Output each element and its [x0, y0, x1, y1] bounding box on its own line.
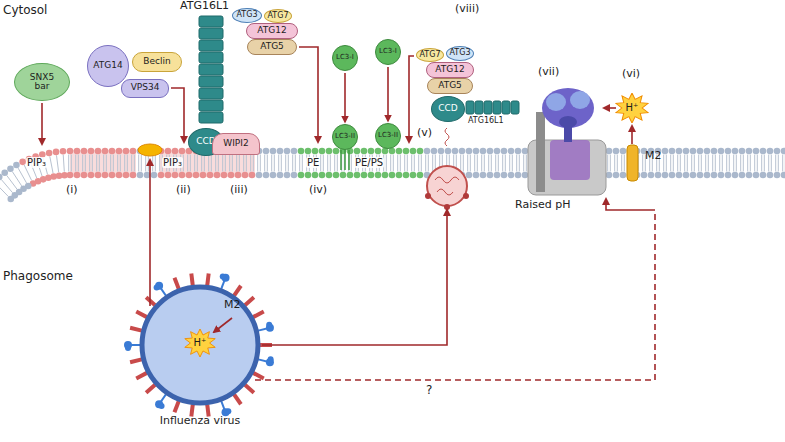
connector-arrow	[344, 73, 346, 122]
node-text: ATG7	[419, 51, 440, 59]
callout-number: (iv)	[309, 184, 327, 196]
proton-burst: H⁺	[184, 329, 216, 357]
node-text: LC3-II	[378, 132, 398, 139]
protein-shape: ATG12	[246, 23, 298, 39]
callout-number: (vi)	[622, 68, 640, 80]
label: Cytosol	[3, 4, 47, 17]
protein-shape: WIPI2	[212, 133, 260, 155]
lipid-anchor	[341, 150, 349, 170]
label: PIP₃	[26, 157, 47, 168]
callout-number: (viii)	[455, 3, 479, 15]
callout-number: (ii)	[176, 184, 191, 196]
label: PE	[306, 157, 320, 168]
label: ATG16L1	[180, 0, 229, 12]
vesicle	[427, 166, 467, 206]
viral-signal	[138, 144, 162, 156]
node-text: ATG5	[260, 42, 284, 51]
node-text: CCD	[438, 104, 458, 113]
rna	[435, 177, 459, 195]
node-text: ATG3	[236, 11, 257, 19]
node-text: WIPI2	[223, 139, 248, 148]
callout-number: (i)	[66, 184, 78, 196]
protein-shape: ATG7	[416, 48, 444, 62]
label: Phagosome	[3, 270, 73, 283]
node-text: Influenza virus	[160, 415, 241, 427]
callout-number: (iii)	[230, 184, 248, 196]
node-text: bar	[35, 82, 50, 91]
node-text: ATG3	[449, 49, 470, 57]
protein-shape: ATG3	[232, 8, 262, 23]
protein-shape: ATG7	[264, 9, 292, 23]
label: PE/PS	[354, 157, 384, 168]
coiled-coil	[199, 16, 223, 123]
protein-shape: ATG3	[446, 46, 474, 61]
rna	[445, 128, 449, 146]
callout-number: (vii)	[538, 66, 559, 78]
influenza-virion	[124, 274, 274, 417]
node-text: H⁺	[194, 338, 207, 349]
protein-shape: LC3-II	[332, 124, 359, 151]
proton-burst: H⁺	[615, 93, 649, 123]
arrow	[42, 47, 655, 380]
callout-number: (v)	[417, 127, 432, 139]
node-text: ATG12	[257, 26, 286, 35]
v-atpase	[528, 88, 606, 195]
virion-envelope	[142, 287, 258, 403]
node-text: ATG5	[438, 81, 462, 90]
protein-shape: LC3-II	[375, 123, 402, 150]
node-text: VPS34	[131, 83, 160, 92]
virus-node: M2Influenza virusH⁺	[138, 283, 262, 407]
protein-shape: SNX5bar	[14, 63, 70, 101]
protein-shape: ATG12	[426, 62, 474, 78]
label: Raised pH	[515, 199, 570, 211]
coiled-coil	[466, 101, 519, 114]
node-text: Beclin	[143, 57, 170, 66]
protein-shape: ATG5	[427, 78, 473, 94]
node-text: ATG12	[435, 65, 464, 74]
membrane	[0, 148, 785, 203]
protein-shape: LC3-I	[375, 39, 401, 65]
m2-channel	[627, 145, 638, 181]
label: PIP₃	[162, 157, 183, 168]
node-text: LC3-II	[335, 133, 355, 140]
node-text: H⁺	[626, 103, 639, 114]
node-text: LC3-I	[379, 48, 397, 55]
node-text: M2	[224, 299, 241, 311]
protein-shape: ATG5	[247, 39, 297, 55]
protein-shape: Beclin	[132, 52, 182, 72]
connector-arrow	[387, 67, 389, 121]
node-text: ATG14	[93, 61, 122, 70]
node-text: LC3-I	[336, 54, 354, 61]
label: ?	[426, 384, 432, 397]
protein-shape: CCD	[431, 96, 465, 122]
label: ATG16L1	[468, 117, 504, 126]
node-text: SNX5	[30, 73, 54, 82]
protein-shape: LC3-I	[332, 45, 358, 71]
label: M2	[645, 150, 662, 162]
node-text: ATG7	[267, 12, 288, 20]
protein-shape: VPS34	[121, 79, 169, 98]
